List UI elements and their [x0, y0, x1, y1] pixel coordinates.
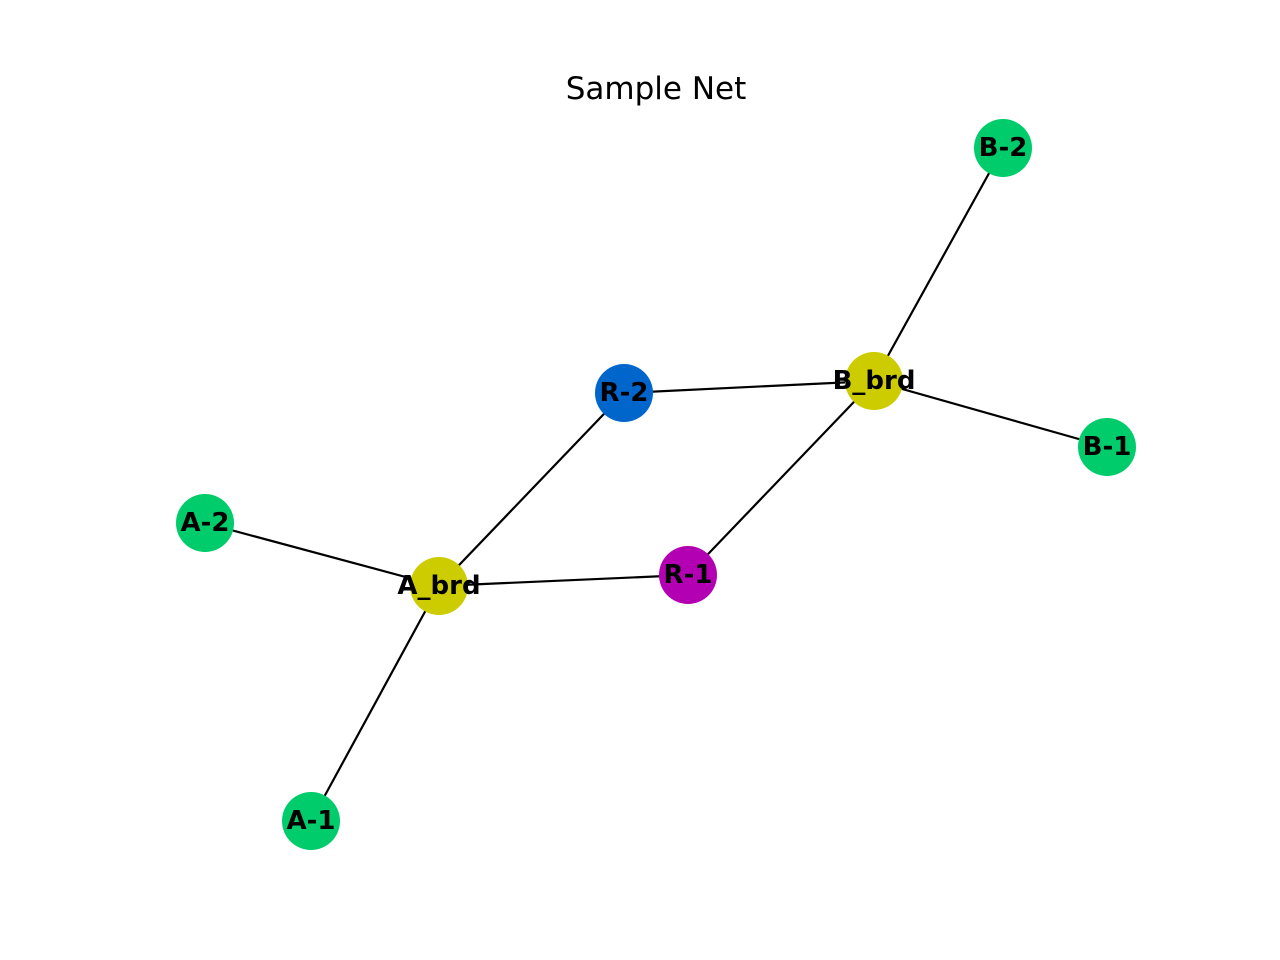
node-label: B-1: [1083, 432, 1132, 462]
edge-A_brd-R-1: [438, 573, 689, 588]
edge-B_brd-B-1: [873, 379, 1108, 449]
node-circle: [659, 546, 717, 604]
node-circle: [845, 352, 903, 410]
node-A-1: A-1: [282, 792, 340, 850]
node-R-2: R-2: [595, 364, 653, 422]
node-R-1: R-1: [659, 546, 717, 604]
node-circle: [176, 494, 234, 552]
edges-layer: [204, 147, 1108, 822]
node-label: A_brd: [397, 571, 480, 601]
node-circle: [282, 792, 340, 850]
node-A-2: A-2: [176, 494, 234, 552]
node-label: A-2: [180, 508, 229, 538]
diagram-title: Sample Net: [566, 71, 747, 107]
node-B-2: B-2: [974, 119, 1032, 177]
node-label: B_brd: [833, 366, 916, 396]
node-B_brd: B_brd: [833, 352, 916, 410]
node-label: B-2: [979, 133, 1028, 163]
edge-R-1-B_brd: [687, 380, 875, 576]
edge-A-1-A_brd: [310, 585, 440, 822]
node-label: R-1: [664, 560, 713, 590]
node-circle: [595, 364, 653, 422]
edge-B-2-B_brd: [873, 147, 1004, 382]
node-circle: [1078, 418, 1136, 476]
edge-R-2-B_brd: [623, 379, 875, 395]
node-label: R-2: [600, 378, 649, 408]
node-A_brd: A_brd: [397, 557, 481, 615]
edge-A_brd-R-2: [438, 392, 625, 587]
node-label: A-1: [286, 806, 335, 836]
node-B-1: B-1: [1078, 418, 1136, 476]
node-circle: [974, 119, 1032, 177]
edge-A-2-A_brd: [204, 521, 440, 588]
node-circle: [410, 557, 468, 615]
